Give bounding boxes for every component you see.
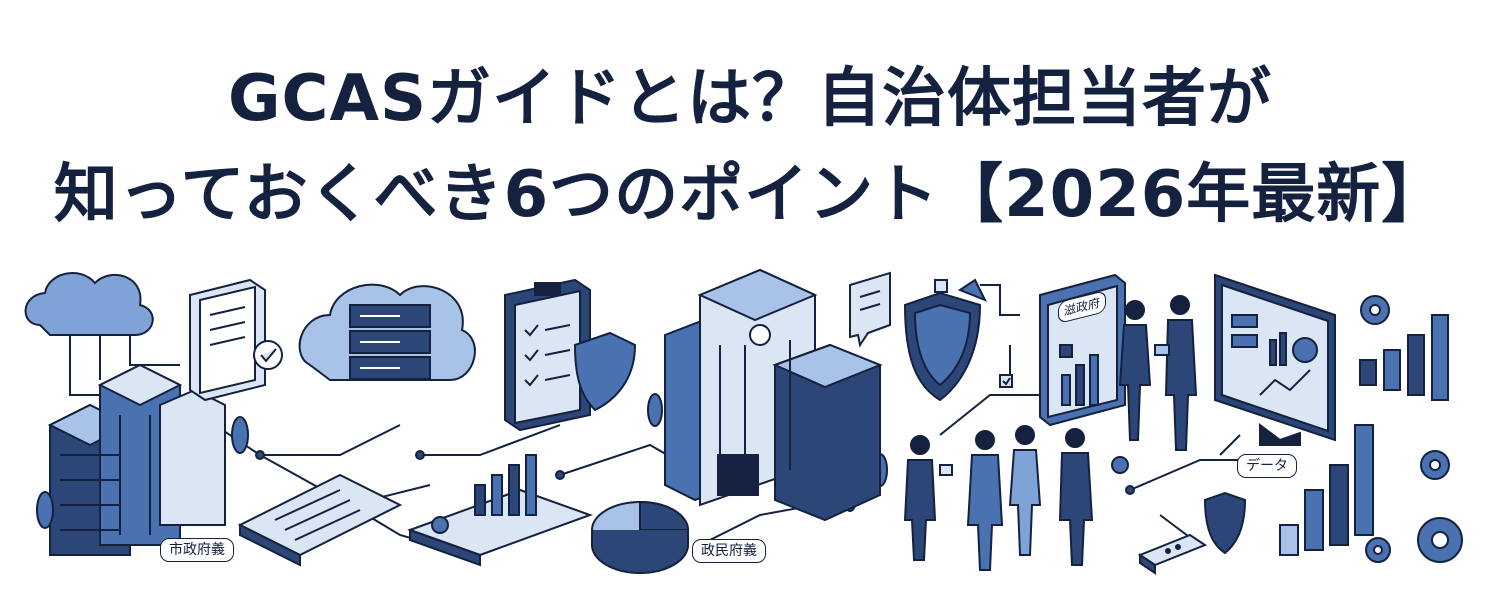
headline-line-2: 知っておくべき6つのポイント【2026年最新】: [53, 158, 1447, 232]
dashboard-monitor-icon: [1214, 273, 1336, 446]
isometric-illustration: [24, 268, 1463, 575]
bar-chart-icon-top: [1359, 314, 1449, 401]
shield-icon: [903, 291, 982, 402]
pie-chart-icon: [591, 500, 690, 574]
tablet-bar-chart-icon: [407, 454, 593, 567]
gear-icons: [1111, 295, 1463, 563]
government-label: 政民府義: [692, 539, 766, 563]
city-label: 市政府義: [160, 538, 234, 562]
bar-chart-icon-bottom: [1279, 424, 1374, 556]
checklist-clipboard-icon: [504, 278, 637, 432]
cloud-icon: [24, 272, 154, 336]
business-people: [903, 295, 1198, 571]
headline-line-1: GCASガイドとは？自治体担当者が: [227, 62, 1273, 136]
router-device-icon: [1137, 533, 1208, 575]
chat-bubble-icon: [849, 271, 891, 348]
buildings-left: [47, 363, 226, 556]
flowchart-icon: [934, 278, 1020, 388]
data-label: データ: [1237, 454, 1297, 478]
server-cloud-icon: [298, 283, 476, 381]
document-stack: [189, 278, 283, 402]
small-shield-icon: [1203, 491, 1247, 555]
city-hall-buildings: [664, 268, 883, 522]
form-board-icon: [237, 473, 403, 567]
